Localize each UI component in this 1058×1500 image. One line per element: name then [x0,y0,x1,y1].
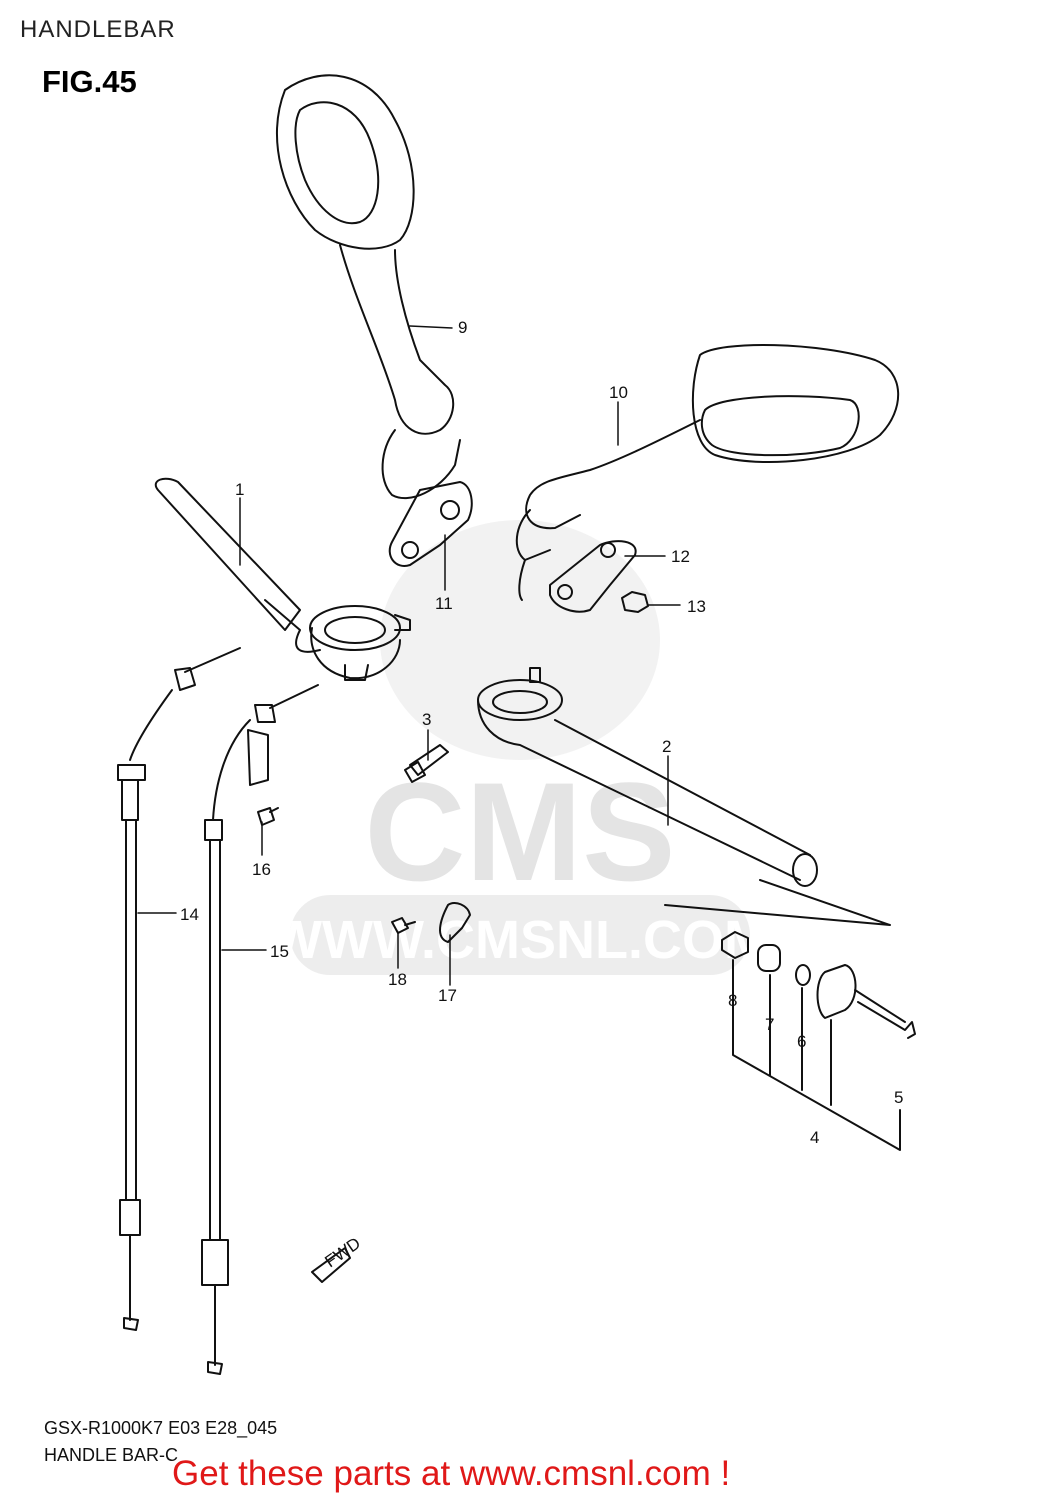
part-label-3: 3 [422,710,431,729]
nut-part-13 [621,591,649,613]
part-label-11: 11 [435,594,453,613]
leader-lines [137,325,681,986]
part-label-13: 13 [687,597,706,616]
part-label-14: 14 [180,905,199,924]
part-label-6: 6 [797,1032,806,1051]
part-labels: 1 2 3 4 5 6 7 8 9 10 11 12 13 14 15 16 1… [180,318,903,1147]
right-mirror-part-10 [515,344,900,601]
page-title: HANDLEBAR [20,16,176,43]
model-code: GSX-R1000K7 E03 E28_045 [44,1418,278,1438]
part-label-16: 16 [252,860,271,879]
part-label-7: 7 [765,1015,774,1034]
screw-part-18 [391,917,416,934]
left-mirror-part-9 [276,74,461,500]
left-mirror-bracket-part-11 [388,481,473,567]
right-mirror-bracket-part-12 [549,540,637,613]
part-label-1: 1 [235,480,244,499]
part-label-18: 18 [388,970,407,989]
part-label-10: 10 [609,383,628,402]
watermark-brand: CMS [364,753,675,910]
diagram-subtitle: HANDLE BAR-C [44,1445,179,1465]
parts-store-link[interactable]: Get these parts at www.cmsnl.com ! [172,1454,731,1493]
part-label-15: 15 [270,942,289,961]
part-label-5: 5 [894,1088,903,1107]
part-label-4: 4 [810,1128,819,1147]
fwd-label: FWD [321,1234,364,1272]
left-handlebar-part-1 [154,477,411,681]
throttle-cable-part-15 [201,684,319,1375]
part-label-8: 8 [728,991,737,1010]
svg-text:FWD: FWD [321,1234,364,1272]
watermark-url: WWW.CMSNL.COM [271,910,769,970]
bar-end-assembly [664,879,916,1151]
screw-part-16 [257,807,279,826]
watermark-logo: CMS WWW.CMSNL.COM [271,520,769,975]
bolt-part-3 [404,744,449,783]
clip-part-17 [439,902,471,943]
part-label-2: 2 [662,737,671,756]
figure-number: FIG.45 [42,64,137,99]
throttle-cable-part-14 [117,647,241,1331]
part-label-17: 17 [438,986,457,1005]
part-label-9: 9 [458,318,467,337]
forward-direction-arrow [311,1247,351,1283]
right-handlebar-part-2 [477,667,818,887]
part-label-12: 12 [671,547,690,566]
